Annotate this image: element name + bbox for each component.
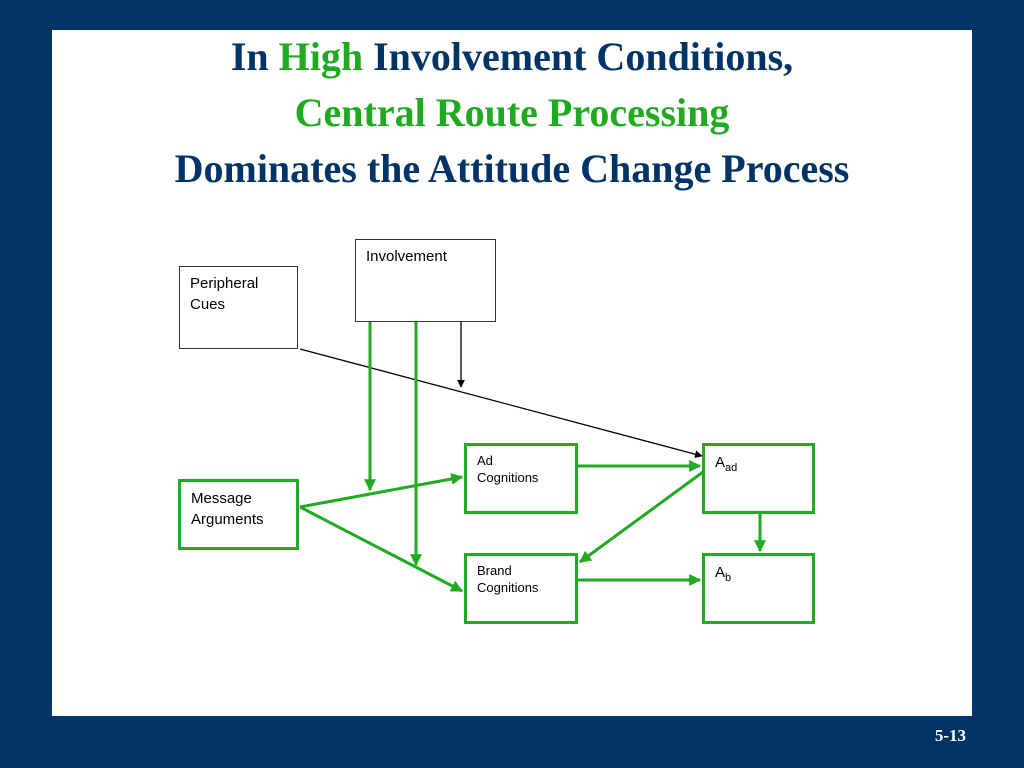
arrow-aad-to-brand-cognitions xyxy=(579,470,704,564)
aad-main: A xyxy=(715,454,726,471)
ab-main: A xyxy=(715,564,726,581)
title-line-2: Central Route Processing xyxy=(294,90,730,135)
title-line-1-post: Involvement Conditions, xyxy=(363,34,794,79)
peripheral-cues-label: Peripheral Cues xyxy=(190,275,259,313)
ad-cognitions-box: Ad Cognitions xyxy=(464,443,578,514)
message-arguments-label: Message Arguments xyxy=(191,490,264,528)
arrow-message-to-brand-cognitions xyxy=(299,505,464,593)
title-line-3: Dominates the Attitude Change Process xyxy=(174,146,850,191)
slide-number: 5-13 xyxy=(934,726,966,745)
title-line-1: In High Involvement Conditions, xyxy=(52,29,972,85)
peripheral-cues-box: Peripheral Cues xyxy=(179,266,298,349)
title-line-1-pre: In xyxy=(230,34,279,79)
involvement-box: Involvement xyxy=(355,239,496,322)
brand-cognitions-label: Brand Cognitions xyxy=(477,563,539,595)
title-highlight-high: High xyxy=(278,34,364,79)
attitude-toward-brand-label: Ab xyxy=(715,562,802,589)
brand-cognitions-box: Brand Cognitions xyxy=(464,553,578,624)
attitude-toward-ad-label: Aad xyxy=(715,452,802,479)
message-arguments-box: Message Arguments xyxy=(178,479,299,550)
involvement-label: Involvement xyxy=(366,248,447,265)
attitude-toward-ad-box: Aad xyxy=(702,443,815,514)
slide-title: In High Involvement Conditions, Central … xyxy=(52,30,972,197)
arrow-peripheral-to-aad xyxy=(299,348,703,458)
arrow-message-to-ad-cognitions xyxy=(299,473,464,509)
ab-subscript: b xyxy=(725,572,732,584)
attitude-toward-brand-box: Ab xyxy=(702,553,815,624)
aad-subscript: ad xyxy=(725,462,738,474)
ad-cognitions-label: Ad Cognitions xyxy=(477,453,539,485)
